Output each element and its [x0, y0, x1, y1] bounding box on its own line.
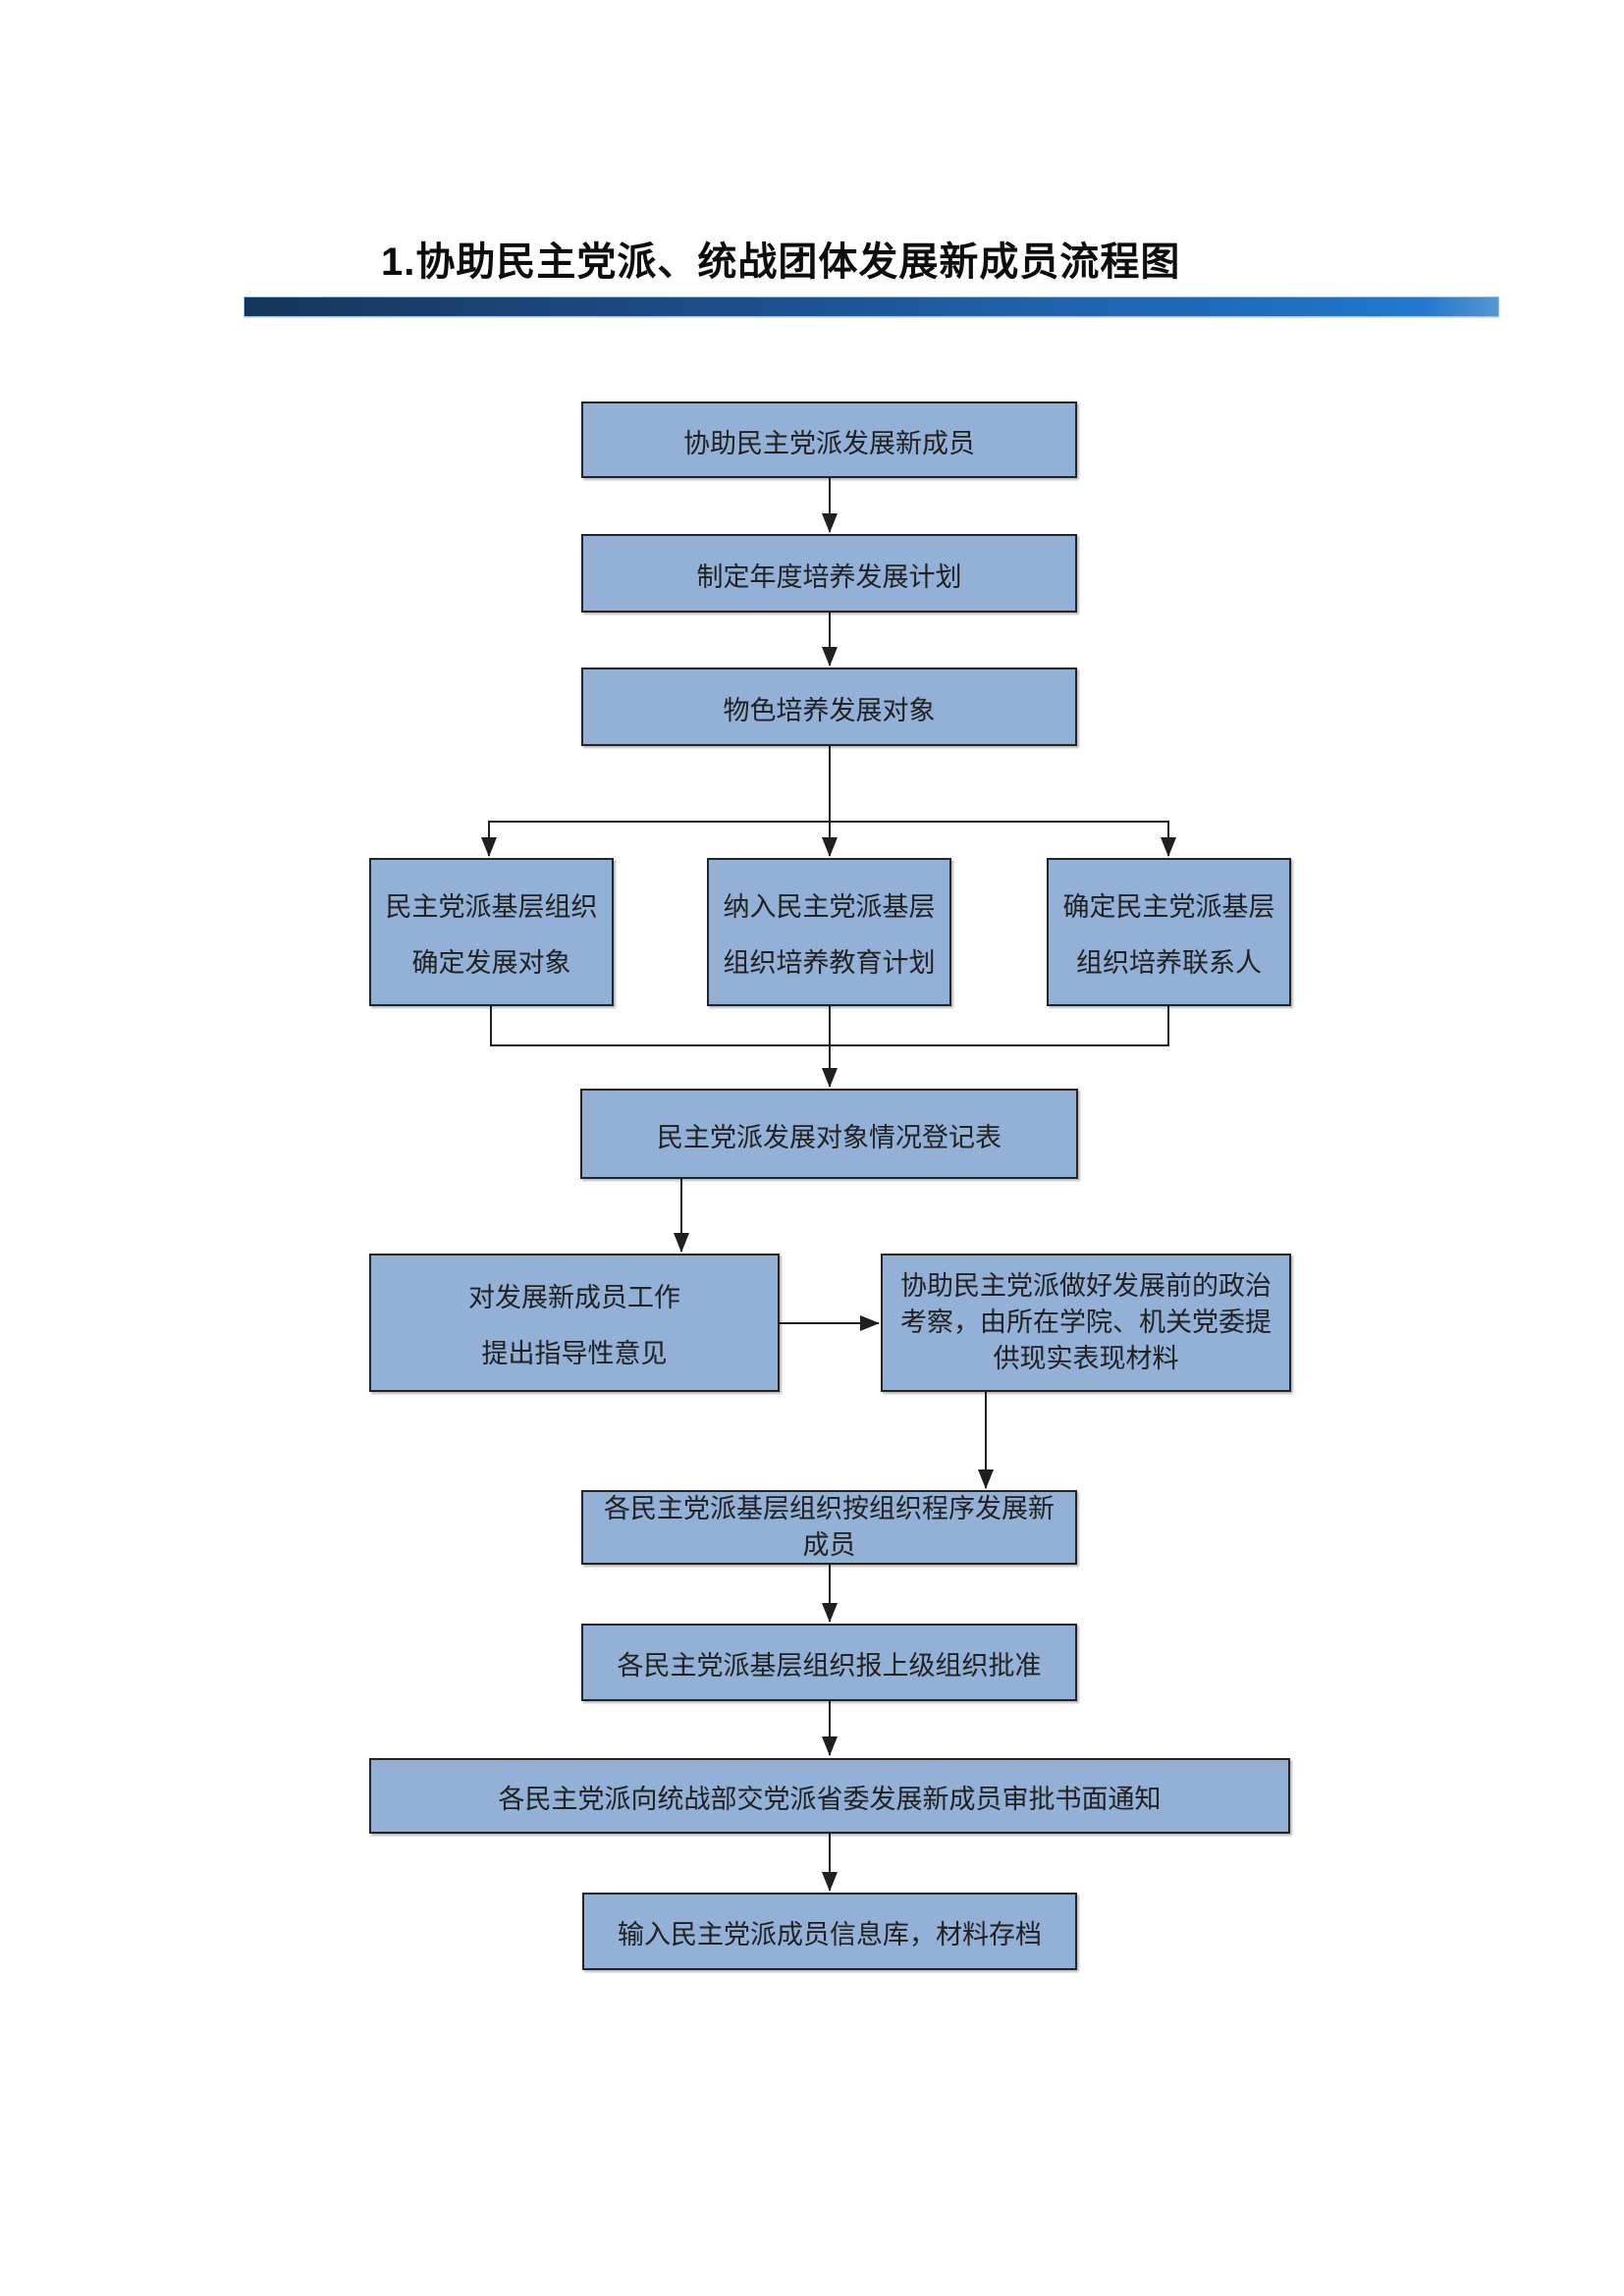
page-title: 1.协助民主党派、统战团体发展新成员流程图 [381, 240, 1181, 284]
flow-node-scout-candidates: 物色培养发展对象 [581, 667, 1077, 746]
node-label-line2: 确定发展对象 [411, 948, 571, 978]
flow-node-education-plan: 纳入民主党派基层 组织培养教育计划 [707, 858, 951, 1006]
node-label: 民主党派发展对象情况登记表 [657, 1122, 1001, 1152]
node-label-line1: 纳入民主党派基层 [723, 892, 936, 922]
node-label-line2: 提出指导性意见 [481, 1339, 668, 1368]
node-label: 协助民主党派发展新成员 [683, 428, 975, 458]
node-label-line1: 民主党派基层组织 [385, 892, 598, 922]
flow-node-report-for-approval: 各民主党派基层组织报上级组织批准 [581, 1624, 1077, 1701]
flow-node-annual-plan: 制定年度培养发展计划 [581, 534, 1077, 613]
flow-node-assist-develop-members: 协助民主党派发展新成员 [581, 401, 1077, 478]
node-label: 各民主党派基层组织按组织程序发展新成员 [604, 1494, 1055, 1560]
title-underline-bar [244, 296, 1499, 317]
node-label: 物色培养发展对象 [723, 695, 936, 725]
flow-node-develop-by-procedure: 各民主党派基层组织按组织程序发展新成员 [581, 1490, 1077, 1565]
node-label-line1: 确定民主党派基层 [1062, 892, 1275, 922]
flow-node-written-notice: 各民主党派向统战部交党派省委发展新成员审批书面通知 [369, 1758, 1290, 1834]
flow-node-liaison-person: 确定民主党派基层 组织培养联系人 [1047, 858, 1291, 1006]
flow-node-registration-form: 民主党派发展对象情况登记表 [580, 1089, 1078, 1179]
node-label: 协助民主党派做好发展前的政治考察，由所在学院、机关党委提供现实表现材料 [900, 1271, 1272, 1373]
flow-node-political-review: 协助民主党派做好发展前的政治考察，由所在学院、机关党委提供现实表现材料 [881, 1254, 1291, 1392]
node-label: 各民主党派向统战部交党派省委发展新成员审批书面通知 [498, 1785, 1162, 1814]
flow-node-archive-database: 输入民主党派成员信息库，材料存档 [582, 1893, 1077, 1970]
flow-node-grassroots-confirm-candidates: 民主党派基层组织 确定发展对象 [369, 858, 614, 1006]
node-label-line2: 组织培养联系人 [1076, 948, 1262, 978]
node-label: 制定年度培养发展计划 [696, 561, 962, 592]
node-label-line1: 对发展新成员工作 [468, 1283, 680, 1312]
flow-node-guiding-opinions: 对发展新成员工作 提出指导性意见 [369, 1254, 780, 1392]
node-label: 各民主党派基层组织报上级组织批准 [617, 1651, 1042, 1681]
node-label-line2: 组织培养教育计划 [723, 948, 936, 978]
node-label: 输入民主党派成员信息库，材料存档 [618, 1920, 1042, 1949]
